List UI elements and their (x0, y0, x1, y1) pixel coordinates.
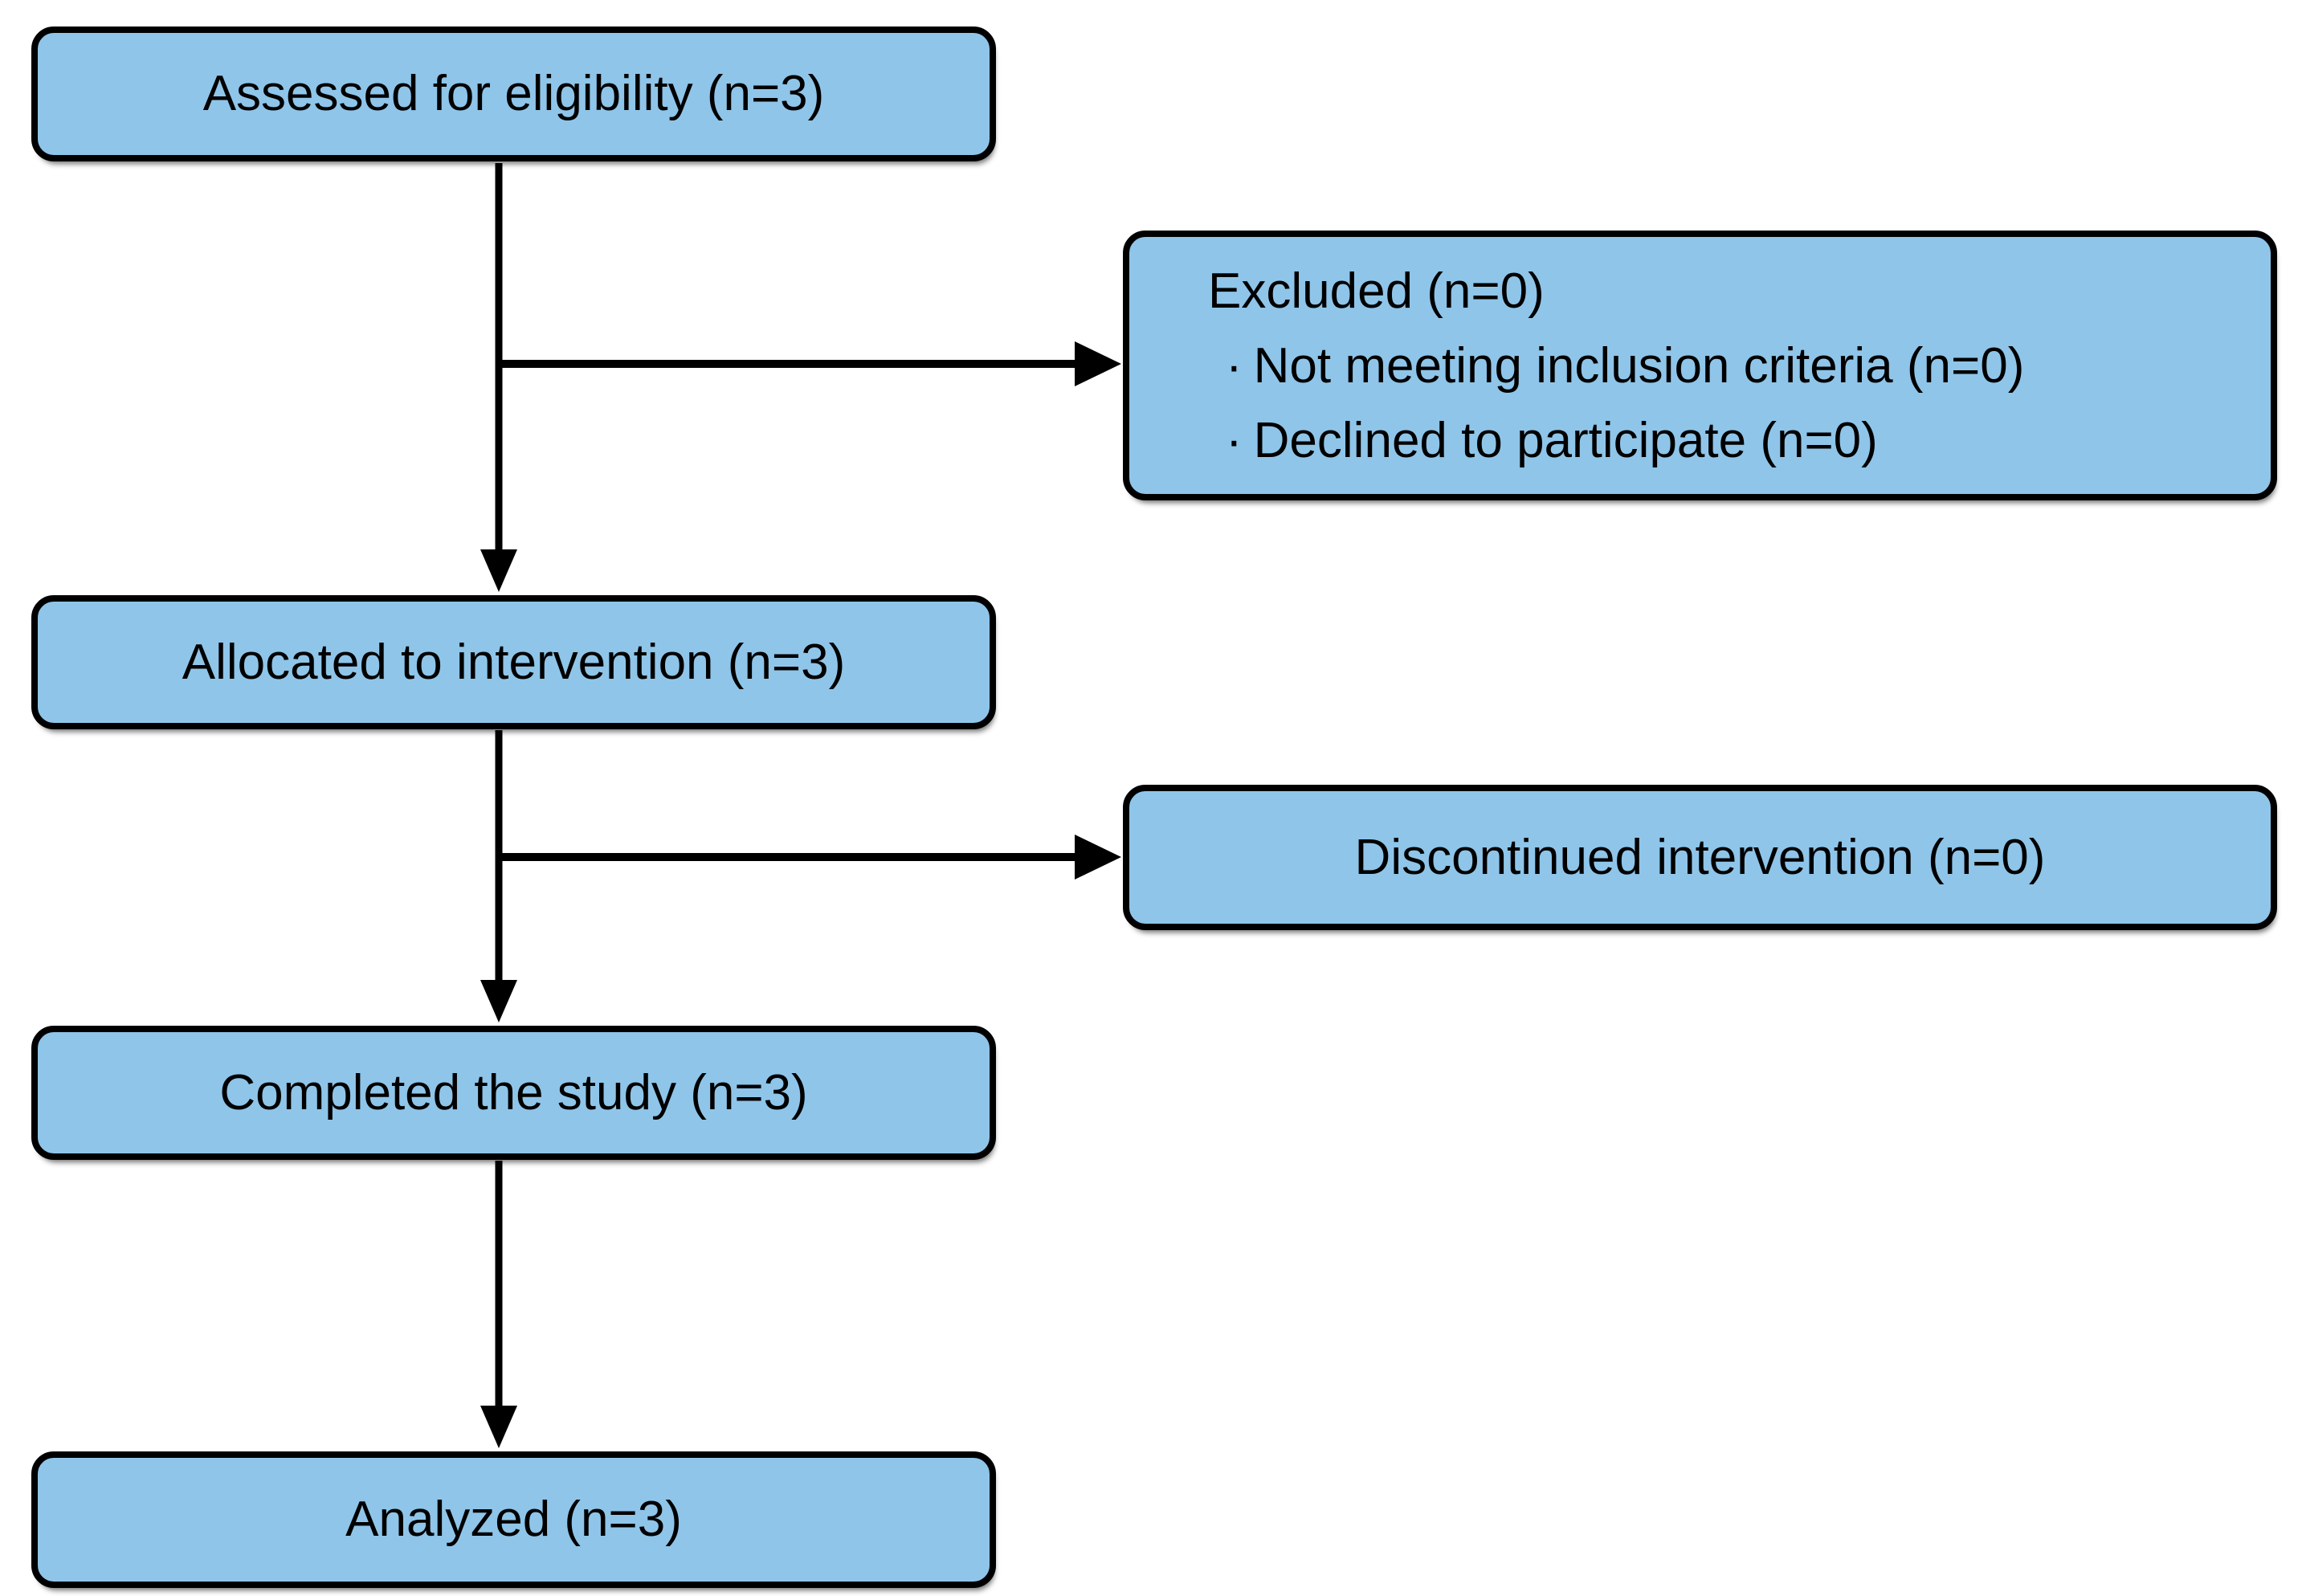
box-allocated-intervention: Allocated to intervention (n=3) (31, 595, 996, 729)
excluded-item-text: Not meeting inclusion criteria (n=0) (1253, 337, 2025, 394)
completed-label: Completed the study (n=3) (219, 1064, 808, 1120)
discontinued-label: Discontinued intervention (n=0) (1354, 829, 2046, 885)
excluded-item: ·Declined to participate (n=0) (1208, 403, 1878, 478)
arrow-branch-to-excluded (496, 341, 1121, 386)
box-analyzed: Analyzed (n=3) (31, 1451, 996, 1588)
arrow-allocated-to-completed (480, 730, 517, 1023)
box-completed-study: Completed the study (n=3) (31, 1026, 996, 1160)
analyzed-label: Analyzed (n=3) (345, 1492, 682, 1548)
allocated-label: Allocated to intervention (n=3) (182, 634, 846, 690)
bullet-icon: · (1226, 337, 1243, 394)
arrow-assessed-to-allocated (480, 163, 517, 592)
arrow-completed-to-analyzed (480, 1161, 517, 1448)
bullet-icon: · (1226, 412, 1243, 468)
excluded-item: ·Not meeting inclusion criteria (n=0) (1208, 329, 2024, 403)
assessed-label: Assessed for eligibility (n=3) (202, 66, 825, 122)
arrow-branch-to-discontinued (496, 835, 1121, 880)
box-assessed-eligibility: Assessed for eligibility (n=3) (31, 27, 996, 161)
box-excluded: Excluded (n=0) ·Not meeting inclusion cr… (1123, 231, 2277, 500)
excluded-title: Excluded (n=0) (1208, 263, 1545, 319)
excluded-item-text: Declined to participate (n=0) (1253, 412, 1878, 468)
box-discontinued-intervention: Discontinued intervention (n=0) (1123, 785, 2277, 930)
